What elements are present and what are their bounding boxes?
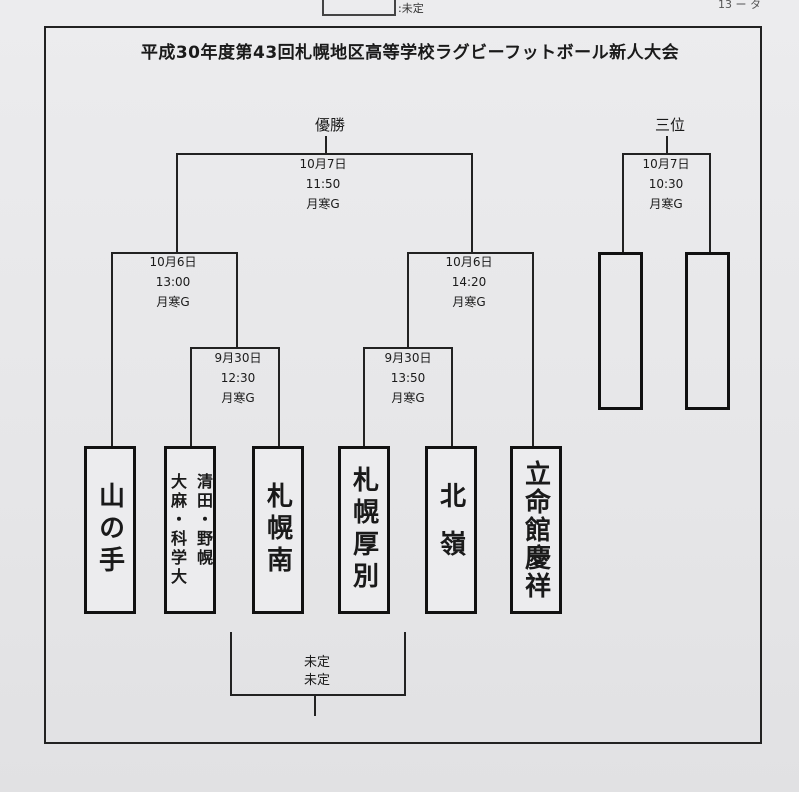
final-bar xyxy=(176,153,473,155)
final-time: 11:50 xyxy=(305,177,341,191)
team-box-sapporo-atsubetsu: 札幌厚別 xyxy=(338,446,390,614)
pending-line-2: 未定 xyxy=(303,673,330,688)
pending-bar xyxy=(230,694,406,696)
semi-right-venue: 月寒G xyxy=(452,295,486,309)
team-name-sapporo-atsubetsu: 札幌厚別 xyxy=(348,466,379,594)
qf-right-date: 9月30日 xyxy=(384,351,432,365)
semi-right-bar xyxy=(407,252,534,254)
qf-right-info: 9月30日 13:50 月寒G xyxy=(363,348,453,408)
pending-right-line xyxy=(404,632,406,696)
team-box-joint: 清田・野幌 大麻・科学大 xyxy=(164,446,216,614)
fragment-box xyxy=(322,0,396,16)
third-venue: 月寒G xyxy=(649,197,683,211)
team-name-kiyota-nopporo: 清田・野幌 xyxy=(194,473,213,568)
qf-left-drop-left xyxy=(190,347,192,447)
team-box-hokurei: 北嶺 xyxy=(425,446,477,614)
fragment-text: :未定 xyxy=(398,2,424,15)
team-name-ritsumeikan: 立命館慶祥 xyxy=(520,460,551,600)
semi-right-time: 14:20 xyxy=(451,275,487,289)
third-bar xyxy=(622,153,711,155)
fragment-right-text: 13 ー タ xyxy=(718,0,761,11)
third-place-box-left xyxy=(598,252,643,410)
semi-right-drop-right xyxy=(532,252,534,448)
qf-right-venue: 月寒G xyxy=(391,391,425,405)
champion-label: 優勝 xyxy=(314,116,345,134)
semi-right-date: 10月6日 xyxy=(445,255,493,269)
semi-left-info: 10月6日 13:00 月寒G xyxy=(128,252,218,312)
team-box-yamanote: 山の手 xyxy=(84,446,136,614)
third-left-drop xyxy=(622,153,624,253)
third-place-box-right xyxy=(685,252,730,410)
pending-info: 未定 未定 xyxy=(277,654,357,690)
pending-left-line xyxy=(230,632,232,696)
qf-right-drop-left xyxy=(363,347,365,447)
pending-stem xyxy=(314,694,316,716)
final-left-drop xyxy=(176,153,178,253)
final-info: 10月7日 11:50 月寒G xyxy=(278,154,368,214)
third-right-drop xyxy=(709,153,711,253)
semi-left-venue: 月寒G xyxy=(156,295,190,309)
third-place-info: 10月7日 10:30 月寒G xyxy=(621,154,711,214)
bracket-frame xyxy=(44,26,762,744)
team-box-ritsumeikan: 立命館慶祥 xyxy=(510,446,562,614)
team-name-yamanote: 山の手 xyxy=(94,482,125,578)
team-name-sapporo-minami: 札幌南 xyxy=(262,482,293,578)
team-name-hokurei: 北嶺 xyxy=(435,482,466,578)
qf-right-bar xyxy=(363,347,453,349)
qf-left-venue: 月寒G xyxy=(221,391,255,405)
qf-left-drop-right xyxy=(278,347,280,447)
semi-left-bar xyxy=(111,252,238,254)
third-place-label: 三位 xyxy=(654,116,685,134)
top-fragment: :未定 13 ー タ xyxy=(0,0,799,18)
third-date: 10月7日 xyxy=(642,157,690,171)
qf-left-time: 12:30 xyxy=(220,371,256,385)
final-right-drop xyxy=(471,153,473,253)
tournament-title: 平成30年度第43回札幌地区高等学校ラグビーフットボール新人大会 xyxy=(140,43,680,63)
semi-left-drop-right xyxy=(236,252,238,348)
team-joint-columns: 清田・野幌 大麻・科学大 xyxy=(165,473,215,587)
third-time: 10:30 xyxy=(648,177,684,191)
qf-left-info: 9月30日 12:30 月寒G xyxy=(193,348,283,408)
qf-left-date: 9月30日 xyxy=(214,351,262,365)
qf-right-time: 13:50 xyxy=(390,371,426,385)
team-name-oasa-kagakudai: 大麻・科学大 xyxy=(168,473,187,587)
team-box-sapporo-minami: 札幌南 xyxy=(252,446,304,614)
semi-left-drop-left xyxy=(111,252,113,448)
third-stem xyxy=(666,136,668,154)
final-venue: 月寒G xyxy=(306,197,340,211)
semi-left-time: 13:00 xyxy=(155,275,191,289)
pending-line-1: 未定 xyxy=(303,655,330,670)
final-stem xyxy=(325,136,327,154)
semi-left-date: 10月6日 xyxy=(149,255,197,269)
qf-left-bar xyxy=(190,347,280,349)
final-date: 10月7日 xyxy=(299,157,347,171)
qf-right-drop-right xyxy=(451,347,453,447)
semi-right-drop-left xyxy=(407,252,409,348)
semi-right-info: 10月6日 14:20 月寒G xyxy=(424,252,514,312)
